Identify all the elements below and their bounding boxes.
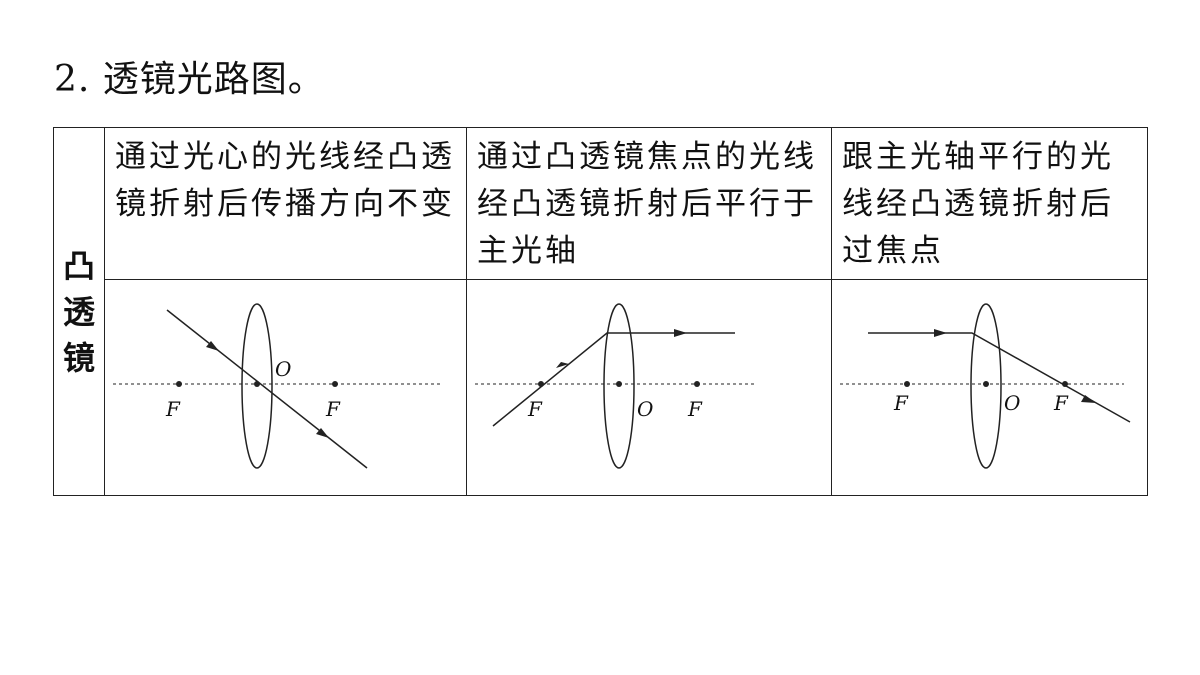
ray-arrow xyxy=(206,341,219,351)
diagram-cell-3: F O F xyxy=(831,279,1148,496)
focus-point-left xyxy=(176,381,182,387)
focus-label-left: F xyxy=(893,391,909,415)
optical-center-point xyxy=(254,381,260,387)
optical-center-label: O xyxy=(637,397,653,421)
description-text-2: 通过凸透镜焦点的光线经凸透镜折射后平行于主光轴 xyxy=(477,139,817,269)
optical-center-point xyxy=(983,381,989,387)
description-cell-3: 跟主光轴平行的光线经凸透镜折射后过焦点 xyxy=(831,127,1148,280)
diagram-parallel-ray: F O F xyxy=(840,303,1131,469)
description-cell-1: 通过光心的光线经凸透镜折射后传播方向不变 xyxy=(104,127,467,280)
page-title: 2. 透镜光路图。 xyxy=(54,59,325,100)
focus-label-right: F xyxy=(1053,391,1069,415)
focus-label-right: F xyxy=(325,397,341,421)
focus-label-left: F xyxy=(165,397,181,421)
ray-arrow xyxy=(556,362,569,368)
lens-table: 凸透镜 通过光心的光线经凸透镜折射后传播方向不变 通过凸透镜焦点的光线经凸透镜折… xyxy=(53,127,1148,496)
focus-point-left xyxy=(904,381,910,387)
row-header-cell: 凸透镜 xyxy=(53,127,105,496)
description-text-1: 通过光心的光线经凸透镜折射后传播方向不变 xyxy=(115,139,455,222)
ray-arrow xyxy=(1081,395,1096,403)
focus-point-right xyxy=(1062,381,1068,387)
convex-lens xyxy=(603,303,635,469)
diagram-cell-2: F O F xyxy=(466,279,832,496)
optical-center-label: O xyxy=(275,357,291,381)
light-ray xyxy=(868,332,1131,423)
focus-label-left: F xyxy=(527,397,543,421)
ray-arrow xyxy=(674,329,687,337)
description-cell-2: 通过凸透镜焦点的光线经凸透镜折射后平行于主光轴 xyxy=(466,127,832,280)
light-ray xyxy=(166,309,368,469)
diagram-cell-1: F O F xyxy=(104,279,467,496)
light-ray xyxy=(492,332,735,427)
focus-label-right: F xyxy=(687,397,703,421)
diagram-focus-ray: F O F xyxy=(475,303,755,469)
focus-point-right xyxy=(694,381,700,387)
description-text-3: 跟主光轴平行的光线经凸透镜折射后过焦点 xyxy=(842,139,1114,269)
row-header-label: 凸透镜 xyxy=(63,246,96,377)
ray-arrow xyxy=(934,329,947,337)
focus-point-right xyxy=(332,381,338,387)
optical-center-label: O xyxy=(1004,391,1020,415)
convex-lens xyxy=(241,303,273,469)
ray-arrow xyxy=(316,428,329,438)
convex-lens xyxy=(970,303,1002,469)
focus-point-left xyxy=(538,381,544,387)
optical-center-point xyxy=(616,381,622,387)
diagram-center-ray: F O F xyxy=(113,303,443,469)
